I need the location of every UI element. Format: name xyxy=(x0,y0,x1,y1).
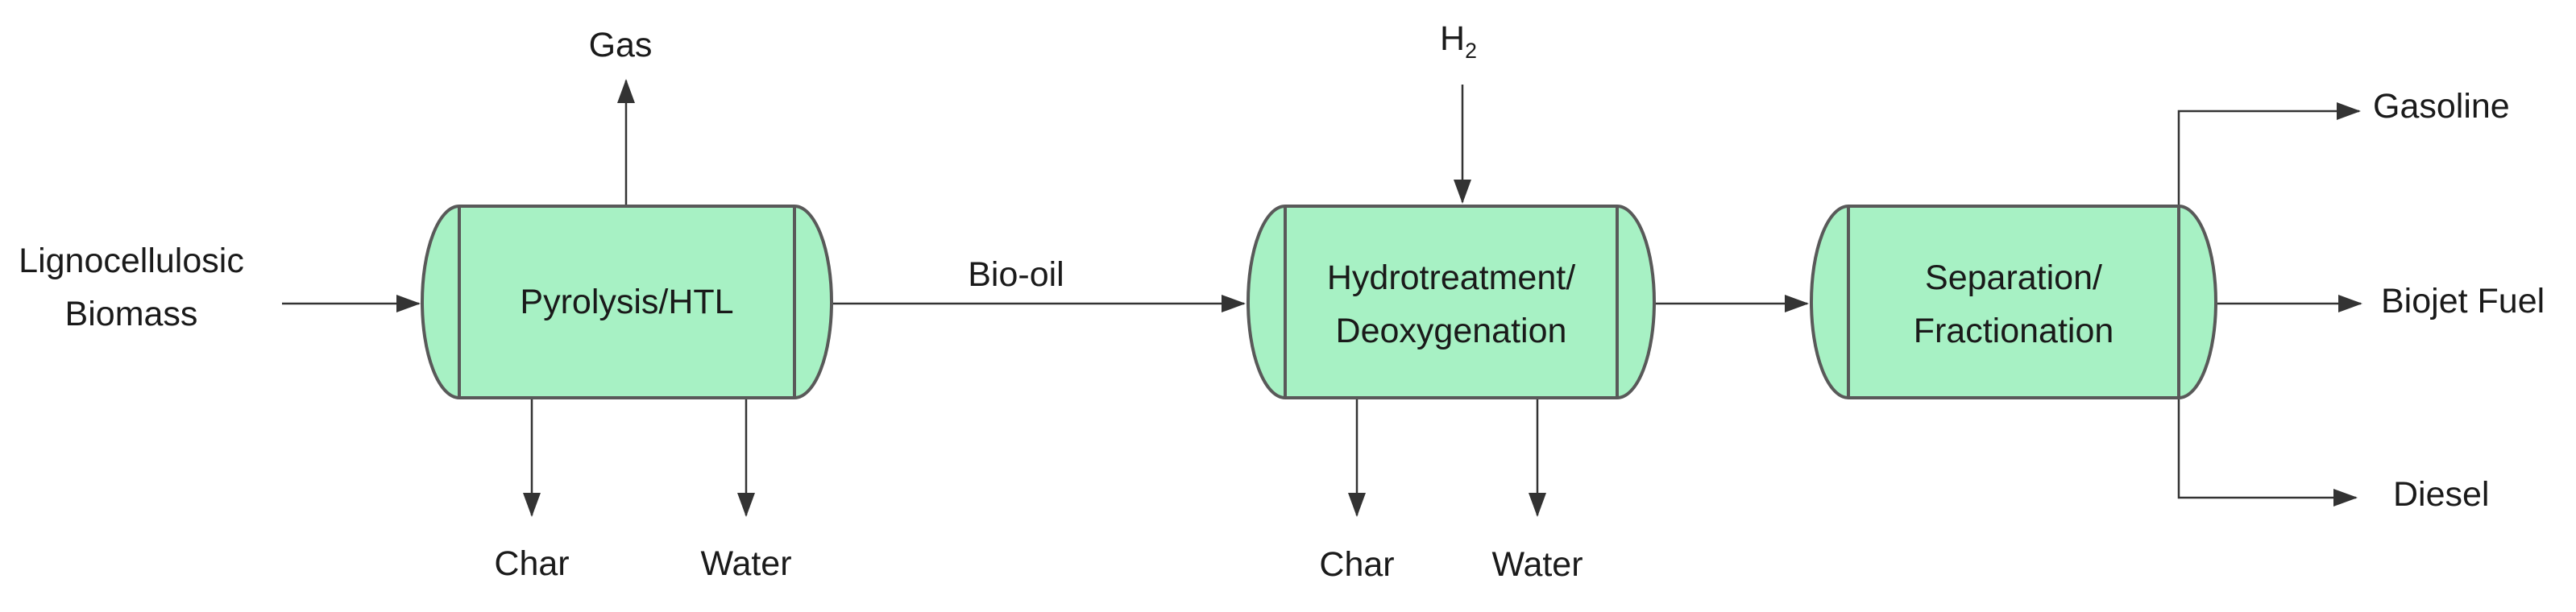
stream-label-bio-oil: Bio-oil xyxy=(968,255,1064,295)
vessel-separation xyxy=(1810,205,2217,399)
vessel-label-hydrotreatment: Hydrotreatment/ Deoxygenation xyxy=(1327,251,1575,358)
stream-label-water-hydrotreatment: Water xyxy=(1491,545,1583,585)
vessel-label-pyrolysis: Pyrolysis/HTL xyxy=(520,283,734,322)
feed-label-line2: Biomass xyxy=(64,295,198,333)
vessel-label-separation: Separation/ Fractionation xyxy=(1914,251,2114,358)
h2-subscript: 2 xyxy=(1465,38,1477,63)
vessel-label-separation-line2: Fractionation xyxy=(1913,312,2114,350)
stream-label-char-hydrotreatment: Char xyxy=(1319,545,1395,585)
stream-label-water-pyrolysis: Water xyxy=(700,544,792,584)
stream-label-biojet-fuel: Biojet Fuel xyxy=(2381,282,2545,321)
vessel-hydrotreatment xyxy=(1247,205,1656,399)
feed-label-line1: Lignocellulosic xyxy=(19,242,244,280)
stream-label-diesel: Diesel xyxy=(2393,475,2490,515)
diesel-arrow xyxy=(2177,399,2358,507)
h2-symbol: H xyxy=(1440,19,1466,59)
stream-label-h2: H2 xyxy=(1440,19,1477,63)
stream-label-char-pyrolysis: Char xyxy=(494,544,570,584)
vessel-label-separation-line1: Separation/ xyxy=(1925,258,2102,297)
vessel-label-hydrotreatment-line1: Hydrotreatment/ xyxy=(1326,258,1576,297)
vessel-label-hydrotreatment-line2: Deoxygenation xyxy=(1335,312,1567,350)
gasoline-arrow xyxy=(2177,102,2361,205)
feed-label: Lignocellulosic Biomass xyxy=(19,234,244,341)
stream-label-gasoline: Gasoline xyxy=(2373,87,2510,126)
stream-label-gas: Gas xyxy=(588,26,653,65)
vessel-pyrolysis xyxy=(421,205,833,399)
